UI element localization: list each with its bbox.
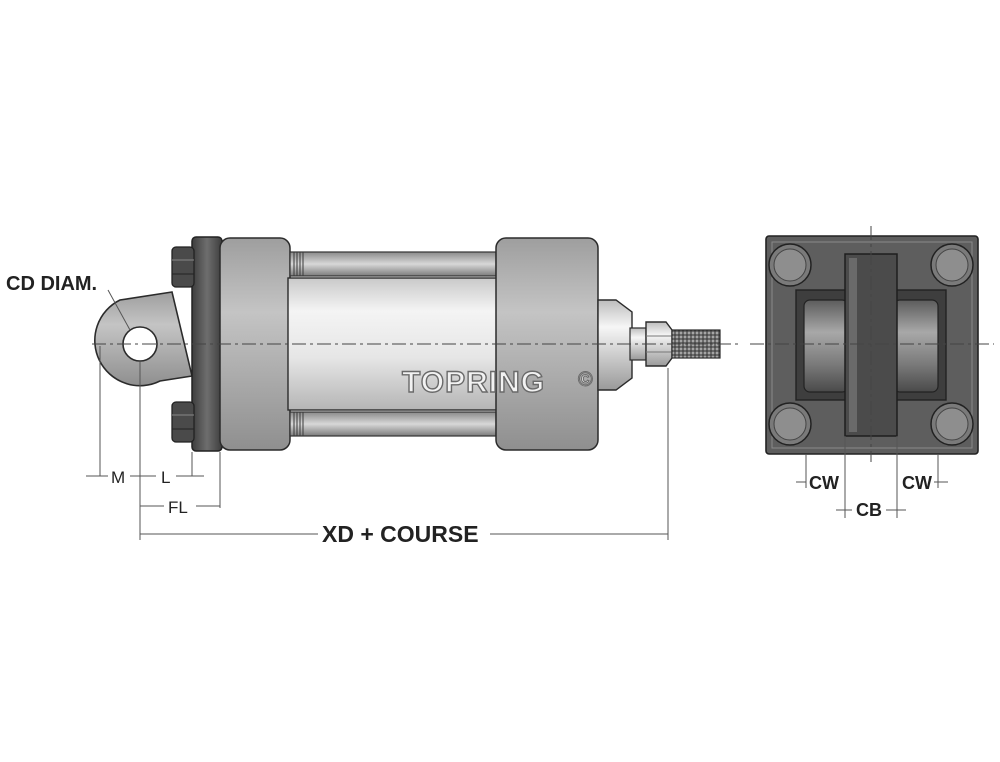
cylinder-end-view: [750, 226, 994, 462]
topring-logo-text: TOPRING: [402, 366, 545, 399]
tie-rods: [289, 251, 497, 437]
copyright-mark: ©: [578, 369, 593, 391]
front-gland: [597, 299, 633, 391]
xd-course-label: XD + COURSE: [322, 521, 479, 547]
fl-label: FL: [168, 498, 188, 517]
l-label: L: [161, 468, 170, 487]
topring-logo: TOPRING ©: [401, 365, 593, 399]
clevis-cheek-left: [803, 299, 849, 393]
cb-label: CB: [856, 500, 882, 520]
clevis-cheek-right: [893, 299, 939, 393]
cd-diam-label: CD DIAM.: [6, 273, 97, 295]
end-view-dimensions: CW CB CW: [796, 436, 948, 520]
rear-tie-rod-nuts: [171, 246, 195, 443]
corner-bolts: [768, 243, 974, 446]
cw-left-label: CW: [809, 473, 839, 493]
m-label: M: [111, 468, 125, 487]
clevis-eye: [94, 291, 193, 387]
cd-diam-leader: [107, 289, 131, 331]
side-view-dimensions: CD DIAM. M L FL XD + COURSE: [6, 273, 669, 547]
cw-right-label: CW: [902, 473, 932, 493]
cylinder-side-view: [92, 236, 738, 452]
